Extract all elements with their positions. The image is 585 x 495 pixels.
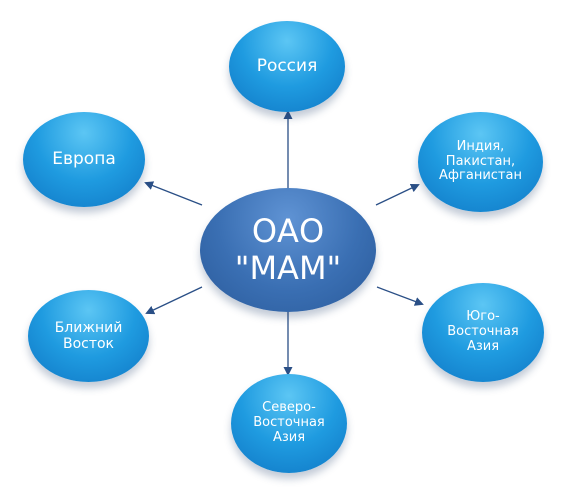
arrow-to-se-asia xyxy=(376,286,424,306)
center-node-label: ОАО "МАМ" xyxy=(234,212,342,287)
arrow-to-middle-east xyxy=(145,286,203,315)
arrow-to-europe xyxy=(144,181,203,206)
node-europe-label: Европа xyxy=(52,148,116,169)
node-middle-east: Ближний Восток xyxy=(28,290,149,382)
node-se-asia: Юго- Восточная Азия xyxy=(422,283,544,382)
node-india: Индия, Пакистан, Афганистан xyxy=(418,112,543,212)
center-node: ОАО "МАМ" xyxy=(200,188,376,312)
node-russia-label: Россия xyxy=(256,55,318,76)
node-ne-asia: Северо- Восточная Азия xyxy=(231,374,347,473)
node-europe: Европа xyxy=(23,112,145,207)
node-se-asia-label: Юго- Восточная Азия xyxy=(447,309,519,354)
node-ne-asia-label: Северо- Восточная Азия xyxy=(253,400,325,445)
node-india-label: Индия, Пакистан, Афганистан xyxy=(439,138,522,184)
arrow-to-india xyxy=(375,183,420,206)
node-middle-east-label: Ближний Восток xyxy=(54,319,123,352)
node-russia: Россия xyxy=(229,21,345,112)
